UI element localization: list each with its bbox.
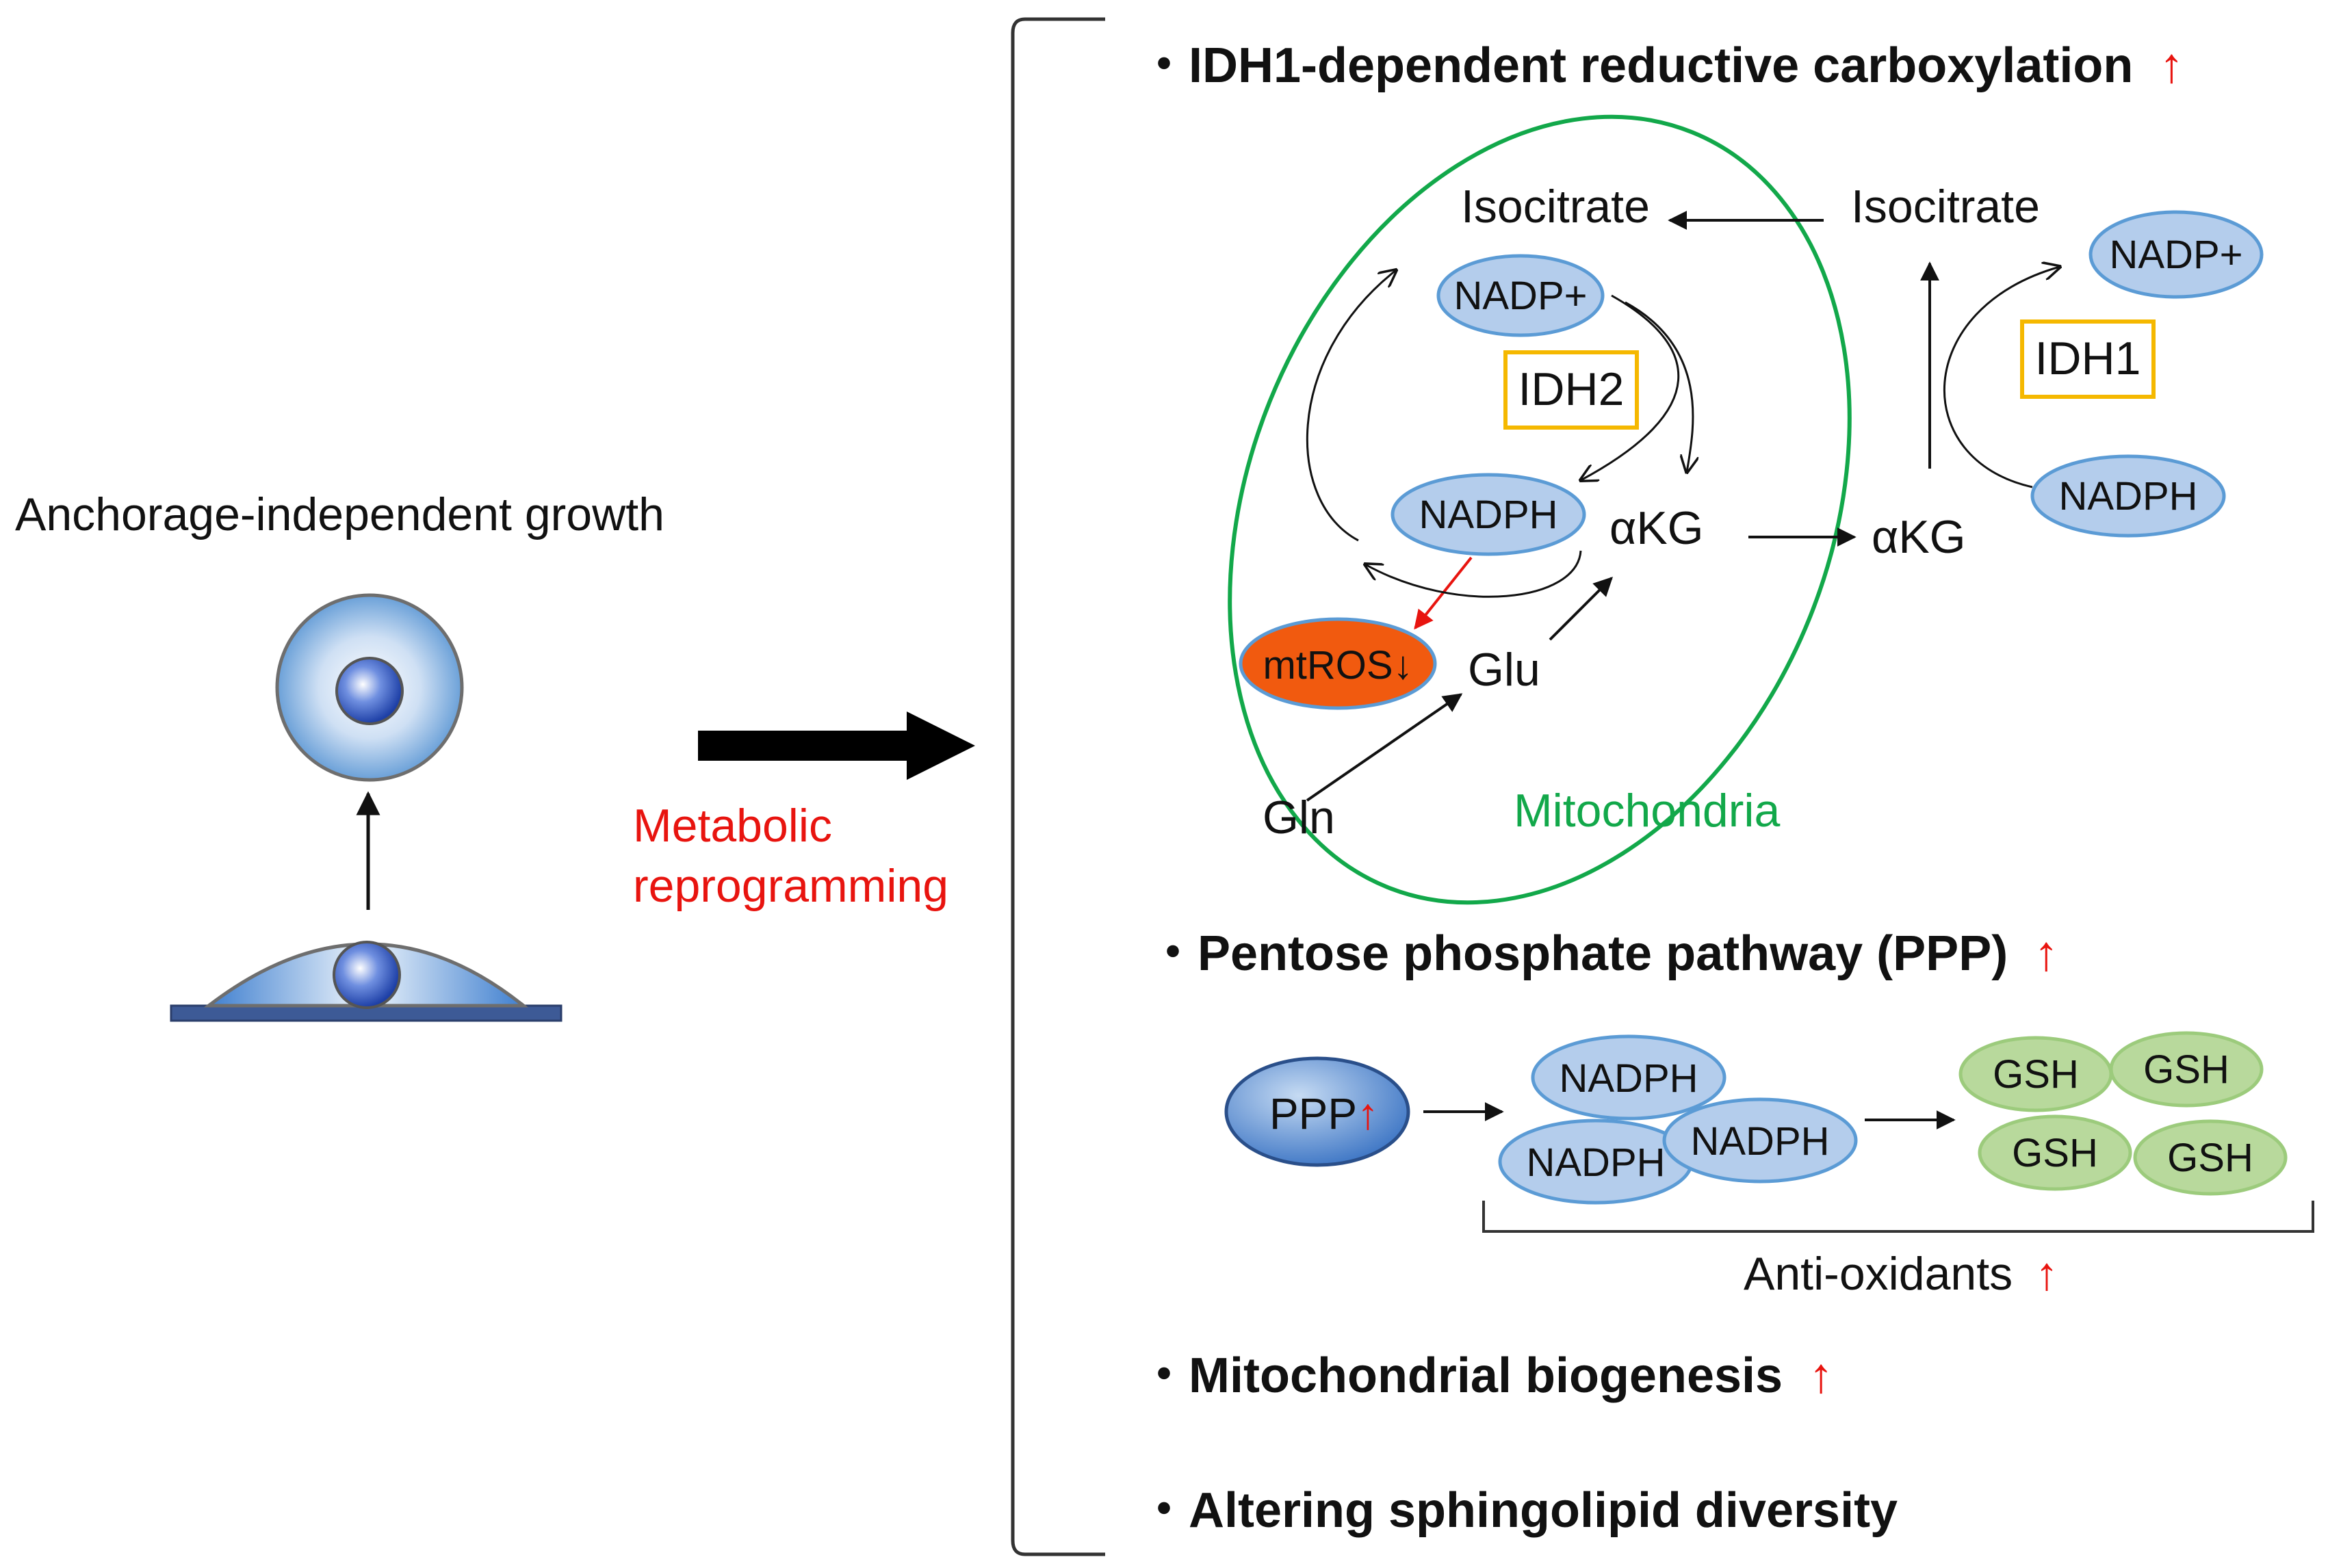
suspended-cell-nucleus: [335, 657, 404, 725]
nadp-to-nadph-curve-arrow: [1581, 294, 1680, 480]
mtros-label: mtROS↓: [1263, 643, 1412, 688]
loop-back-to-isocitrate-arrow: [1306, 270, 1396, 542]
nadph-node-1: NADPH: [1531, 1034, 1726, 1121]
gsh-label-3: GSH: [2012, 1131, 2098, 1175]
nadph-label-3: NADPH: [1690, 1119, 1829, 1164]
antioxidants-text: Anti-oxidants: [1744, 1248, 2013, 1300]
mito-nadph-node: NADPH: [1391, 473, 1586, 556]
mito-akg: αKG: [1609, 502, 1704, 554]
idh1-enzyme-box: IDH1: [2020, 319, 2156, 399]
mito-glu: Glu: [1468, 644, 1540, 696]
idh1-label: IDH1: [2035, 332, 2141, 384]
gsh-label-4: GSH: [2167, 1136, 2253, 1180]
mitochondria-label: Mitochondria: [1514, 785, 1780, 837]
ppp-node: PPP↑: [1224, 1056, 1410, 1167]
ppp-heading: ・Pentose phosphate pathway (PPP) ↑: [1148, 926, 2058, 981]
idh1-heading-text: ・IDH1-dependent reductive carboxylation: [1139, 38, 2133, 93]
gsh-node-4: GSH: [2133, 1119, 2288, 1196]
mito-biogenesis-heading-text: ・Mitochondrial biogenesis: [1139, 1348, 1783, 1403]
mito-isocitrate: Isocitrate: [1461, 181, 1650, 233]
process-label-line1: Metabolic: [633, 800, 832, 852]
isocitrate-to-akg-curve-arrow: [1625, 301, 1693, 472]
mito-biogenesis-up-arrow-icon: ↑: [1809, 1348, 1833, 1403]
gsh-node-3: GSH: [1978, 1114, 2132, 1191]
mito-nadph-label: NADPH: [1419, 493, 1557, 537]
glu-to-akg-arrow: [1549, 577, 1613, 641]
cyto-nadp-plus-node: NADP+: [2088, 210, 2264, 299]
cyto-nadph-node: NADPH: [2030, 454, 2226, 538]
mtros-down-arrow-icon: ↓: [1393, 643, 1413, 688]
ppp-label: PPP↑: [1269, 1089, 1379, 1138]
mito-nadp-plus-label: NADP+: [1453, 274, 1587, 318]
ppp-up-arrow-icon: ↑: [2034, 926, 2058, 981]
ppp-text: PPP: [1269, 1089, 1357, 1138]
idh2-enzyme-box: IDH2: [1503, 350, 1639, 430]
cyto-nadp-plus-label: NADP+: [2109, 233, 2242, 277]
nadph-to-glu-curve-arrow: [1365, 550, 1582, 598]
process-label-line2: reprogramming: [633, 860, 948, 912]
ppp-heading-text: ・Pentose phosphate pathway (PPP): [1148, 926, 2008, 981]
gsh-label-1: GSH: [1993, 1052, 2079, 1097]
idh2-label: IDH2: [1518, 363, 1625, 415]
gln-to-glu-arrow: [1306, 693, 1463, 802]
antioxidants-label: Anti-oxidants ↑: [1744, 1248, 2058, 1300]
gsh-label-2: GSH: [2143, 1047, 2229, 1092]
cyto-nadph-label: NADPH: [2058, 474, 2197, 519]
idh1-up-arrow-icon: ↑: [2159, 38, 2184, 93]
antioxidants-up-arrow-icon: ↑: [2035, 1248, 2058, 1300]
summary-bracket: [1011, 17, 1105, 1556]
adherent-cell: [170, 941, 562, 1022]
nadph-node-3: NADPH: [1662, 1097, 1858, 1184]
ppp-up-arrow-small-icon: ↑: [1357, 1089, 1379, 1138]
nadph-to-nadp-curve-arrow: [1943, 267, 2060, 488]
idh1-heading: ・IDH1-dependent reductive carboxylation …: [1139, 38, 2184, 93]
gsh-node-2: GSH: [2109, 1031, 2264, 1108]
sphingolipid-heading: ・Altering sphingolipid diversity: [1139, 1483, 1898, 1538]
mtros-text: mtROS: [1263, 643, 1393, 688]
antioxidants-bracket: [1482, 1201, 2314, 1233]
mitochondria-outline: [1228, 114, 1852, 905]
gsh-node-1: GSH: [1958, 1036, 2113, 1112]
mito-gln: Gln: [1263, 792, 1335, 844]
nadph-label-2: NADPH: [1526, 1140, 1665, 1185]
cyto-akg: αKG: [1872, 511, 1966, 563]
reprogramming-arrow: [698, 711, 975, 780]
nadph-node-2: NADPH: [1498, 1119, 1694, 1205]
left-title: Anchorage-independent growth: [15, 488, 664, 540]
mito-nadp-plus-node: NADP+: [1436, 254, 1605, 337]
adherent-cell-nucleus: [333, 941, 401, 1009]
nadph-label-1: NADPH: [1559, 1056, 1698, 1101]
cyto-isocitrate: Isocitrate: [1851, 181, 2040, 233]
mtros-node: mtROS↓: [1239, 617, 1437, 710]
mito-biogenesis-heading: ・Mitochondrial biogenesis ↑: [1139, 1348, 1833, 1403]
suspended-cell: [275, 593, 464, 782]
